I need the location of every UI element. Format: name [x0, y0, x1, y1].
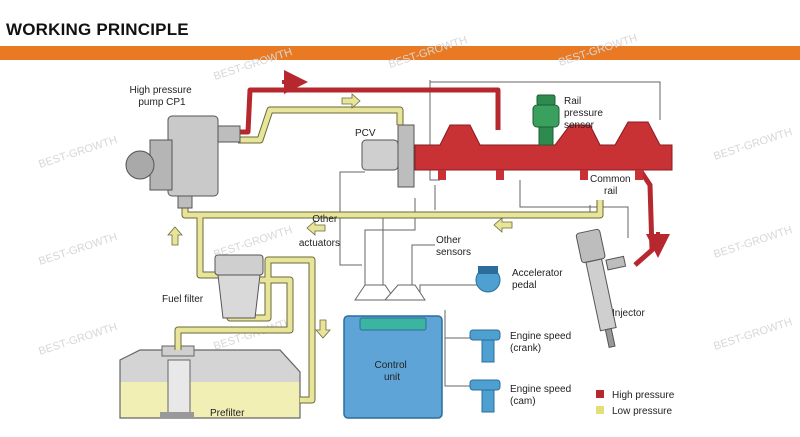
watermark: BEST-GROWTH [212, 316, 294, 353]
pump-label: High pressure pump CP1 [129, 85, 194, 108]
crank-sensor-label: Engine speed (crank) [510, 331, 574, 354]
watermark: BEST-GROWTH [212, 46, 294, 83]
control-wires [339, 80, 661, 387]
watermark: BEST-GROWTH [37, 321, 119, 358]
legend-swatch-low [596, 406, 604, 414]
high-pressure-pump [125, 115, 241, 209]
high-pressure-lines [238, 87, 655, 267]
cam-speed-sensor [469, 379, 501, 413]
watermark: BEST-GROWTH [37, 134, 119, 171]
legend-label-low: Low pressure [612, 406, 672, 417]
injector [575, 228, 627, 348]
watermarks: BEST-GROWTH BEST-GROWTH BEST-GROWTH BEST… [37, 32, 794, 358]
other-sensors-label: Other sensors [436, 235, 471, 258]
title-underline-band [0, 46, 800, 60]
pcv-label: PCV [355, 128, 376, 139]
prefilter-body [167, 359, 191, 417]
rail-sensor-label: Rail pressure sensor [564, 96, 606, 131]
watermark: BEST-GROWTH [712, 126, 794, 163]
injector-label: Injector [612, 308, 645, 319]
other-actuators-label: Other actuators [299, 214, 340, 249]
low-pressure-lines-fill [175, 107, 603, 403]
fuel-filter-label: Fuel filter [162, 294, 204, 305]
watermark: BEST-GROWTH [37, 231, 119, 268]
control-unit [343, 284, 443, 419]
fuel-filter [214, 254, 264, 319]
control-unit-label: Control unit [374, 360, 409, 383]
prefilter-label: Prefilter [210, 408, 245, 419]
legend-label-high: High pressure [612, 390, 675, 401]
watermark: BEST-GROWTH [387, 34, 469, 71]
accelerator-label: Accelerator pedal [512, 268, 565, 291]
cam-sensor-label: Engine speed (cam) [510, 384, 574, 407]
legend-swatch-high [596, 390, 604, 398]
common-rail [414, 121, 673, 180]
low-pressure-flow-arrows [167, 93, 513, 339]
legend: High pressure Low pressure [596, 390, 675, 417]
page-title: WORKING PRINCIPLE [6, 20, 189, 39]
pcv-valve [361, 124, 415, 188]
common-rail-label: Common rail [590, 174, 633, 197]
watermark: BEST-GROWTH [712, 224, 794, 261]
watermark: BEST-GROWTH [557, 32, 639, 69]
crank-speed-sensor [469, 329, 501, 363]
rail-pressure-sensor [532, 94, 560, 146]
accelerator-pedal [475, 266, 501, 293]
watermark: BEST-GROWTH [712, 316, 794, 353]
fuel-tank: Prefilter [119, 345, 301, 419]
